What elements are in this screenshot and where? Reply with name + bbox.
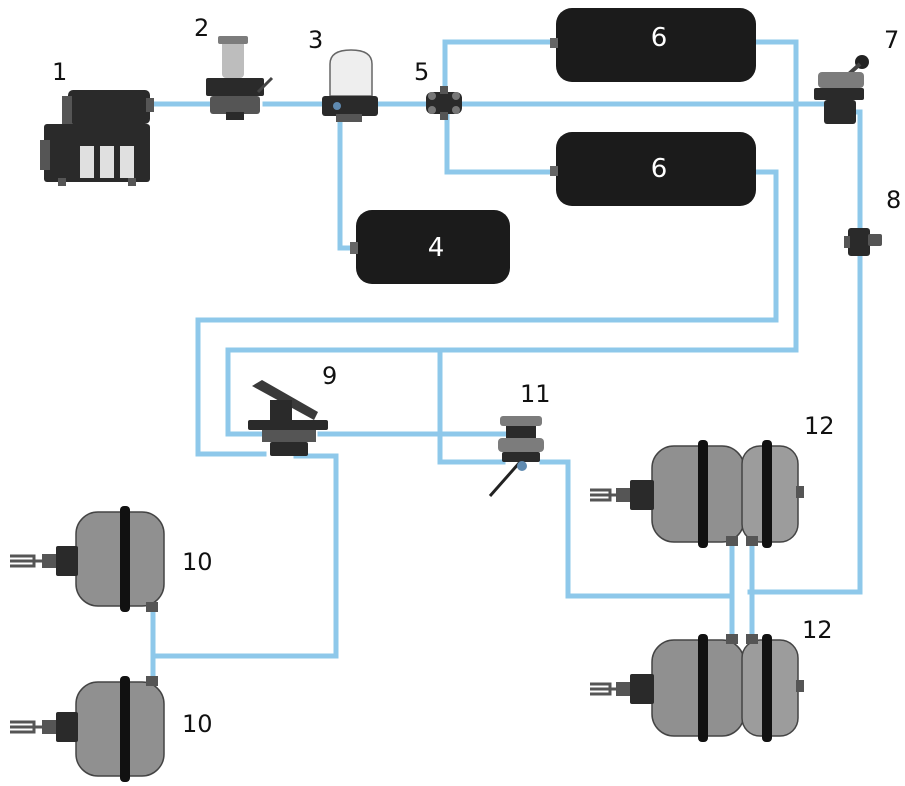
- governor: [206, 36, 274, 120]
- tank-6-lower: [550, 132, 756, 206]
- label-quick-release-valve: 8: [886, 186, 901, 214]
- spring-brake-chamber-upper: [590, 440, 804, 548]
- pipe-tank6-upper-return: [225, 39, 799, 437]
- label-spring-brake-chamber-upper: 12: [804, 412, 835, 440]
- label-protection-valve: 5: [414, 58, 429, 86]
- pipe-footvalve-front-chambers: [150, 453, 339, 659]
- pipe-tank6-lower-return: [195, 169, 779, 457]
- hand-brake-valve: [814, 55, 869, 124]
- tank-6-upper: [550, 8, 756, 82]
- label-front-brake-chamber-lower: 10: [182, 710, 213, 738]
- pipe-valve5-tank6-upper: [442, 39, 561, 97]
- tank-4: [350, 210, 510, 284]
- label-relay-valve: 11: [520, 380, 551, 408]
- spring-brake-chamber-lower: [590, 634, 804, 742]
- protection-valve: [426, 86, 462, 120]
- pipe-dryer-tank4: [337, 115, 359, 251]
- label-front-brake-chamber-upper: 10: [182, 548, 213, 576]
- label-air-dryer: 3: [308, 26, 323, 54]
- pipe-branch-relay11: [437, 347, 506, 465]
- tank-6-upper-label: 6: [651, 23, 668, 53]
- label-compressor: 1: [52, 58, 67, 86]
- tank-4-label: 4: [428, 233, 445, 263]
- air-dryer: [322, 49, 378, 122]
- label-spring-brake-chamber-lower: 12: [802, 616, 833, 644]
- pipe-valve5-tank6-lower: [444, 113, 561, 175]
- label-foot-brake-valve: 9: [322, 362, 337, 390]
- relay-valve: [488, 416, 544, 497]
- pipe-relay11-rear: [539, 459, 733, 599]
- front-brake-chamber-upper: [10, 506, 165, 612]
- front-brake-chamber-lower: [10, 676, 165, 782]
- label-hand-brake-valve: 7: [884, 26, 899, 54]
- compressor: [40, 90, 154, 186]
- label-governor: 2: [194, 14, 209, 42]
- foot-brake-valve: [248, 380, 328, 456]
- quick-release-valve: [844, 228, 882, 256]
- air-lines: [147, 39, 863, 685]
- tank-6-lower-label: 6: [651, 154, 668, 184]
